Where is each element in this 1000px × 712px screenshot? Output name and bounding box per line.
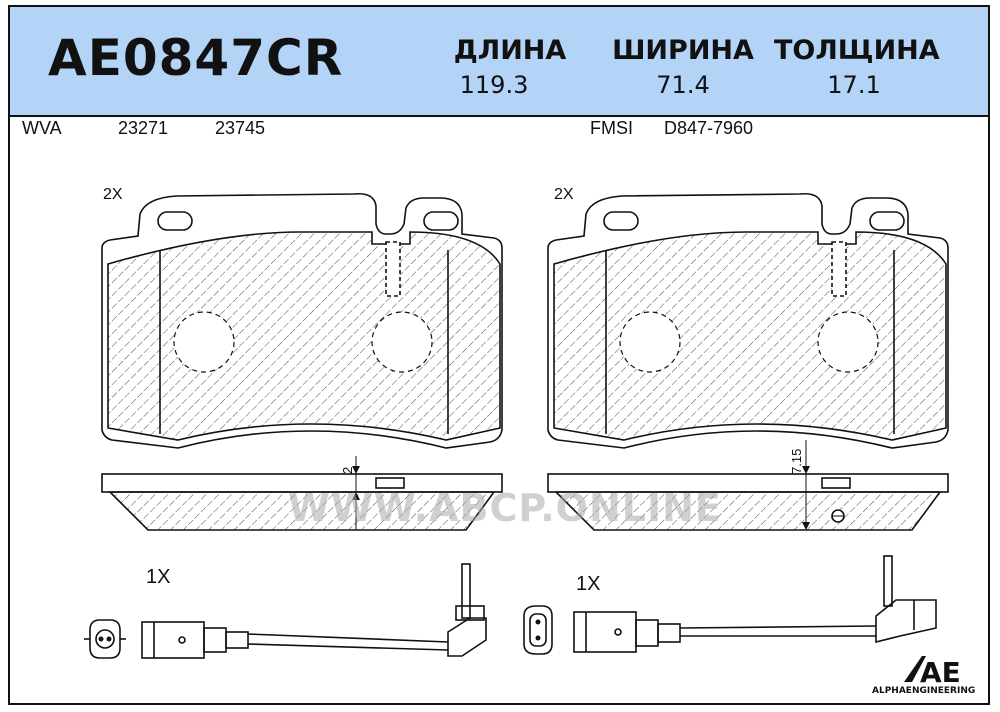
- spec-width-label: ШИРИНА: [612, 35, 754, 66]
- wva-label: WVA: [22, 118, 62, 138]
- connector-right: [523, 605, 553, 655]
- spec-length-label: ДЛИНА: [453, 35, 567, 66]
- sensor-plug-right: [875, 599, 937, 644]
- watermark: WWW.ABCP.ONLINE: [288, 486, 722, 530]
- spec-length: ДЛИНА 119.3: [440, 35, 580, 101]
- logo-text: ALPHAENGINEERING: [872, 686, 976, 696]
- logo-mark: AE: [920, 656, 961, 689]
- right-ear-slot-r: [869, 211, 905, 231]
- friction-material-left: [107, 231, 501, 441]
- side-friction-right: [554, 491, 942, 531]
- pad-side-view-right: [547, 440, 949, 531]
- alphaengineering-logo: AE: [904, 656, 961, 689]
- sensor-left-quantity: 1X: [146, 566, 171, 588]
- sensor-wire-left: [247, 633, 449, 651]
- dim-right-thickness: 7.15: [789, 449, 804, 474]
- side-clip-right: [821, 477, 851, 489]
- brake-pad-right: [547, 192, 949, 449]
- fmsi-label: FMSI: [590, 118, 633, 138]
- side-clip-left: [375, 477, 405, 489]
- wva-number-2: 23745: [215, 118, 266, 138]
- friction-material-right: [553, 231, 947, 441]
- sensor-body-left: [141, 621, 205, 659]
- brake-pad-left: [101, 192, 503, 449]
- spec-thickness: ТОЛЩИНА 17.1: [774, 35, 940, 101]
- fmsi-number: D847-7960: [664, 118, 754, 138]
- wear-sensor-left: [84, 563, 487, 659]
- sensor-body-right: [573, 611, 637, 653]
- wear-slot-right: [831, 241, 847, 297]
- piston-circle-right-b: [817, 311, 879, 373]
- sensor-plug-left: [447, 617, 487, 657]
- piston-circle-left-a: [173, 311, 235, 373]
- wear-sensor-right: [523, 555, 937, 655]
- pad-right-quantity: 2X: [554, 186, 574, 203]
- wva-number-1: 23271: [118, 118, 169, 138]
- right-ear-slot: [423, 211, 459, 231]
- backing-plate-left: [101, 192, 503, 449]
- spec-width: ШИРИНА 71.4: [608, 35, 758, 101]
- left-ear-slot-r: [603, 211, 639, 231]
- piston-circle-right-a: [619, 311, 681, 373]
- spec-thickness-value: 17.1: [827, 71, 881, 99]
- part-code: AE0847CR: [48, 29, 344, 87]
- wear-slot-left: [385, 241, 401, 297]
- connector-left: [89, 619, 121, 659]
- header-bar: AE0847CR ДЛИНА 119.3 ШИРИНА 71.4 ТОЛЩИНА…: [10, 7, 988, 117]
- pad-left-quantity: 2X: [103, 186, 123, 203]
- pad-side-view-left: [101, 456, 503, 531]
- side-friction-left: [108, 491, 496, 531]
- dim-left-thickness: 2: [340, 467, 355, 474]
- sensor-right-quantity: 1X: [576, 573, 601, 595]
- spec-width-value: 71.4: [656, 71, 710, 99]
- spec-length-value: 119.3: [459, 71, 529, 99]
- backing-plate-right: [547, 192, 949, 449]
- drawing-frame: [8, 5, 990, 705]
- left-ear-slot: [157, 211, 193, 231]
- sensor-wire-right: [679, 625, 877, 637]
- piston-circle-left-b: [371, 311, 433, 373]
- spec-thickness-label: ТОЛЩИНА: [774, 35, 940, 66]
